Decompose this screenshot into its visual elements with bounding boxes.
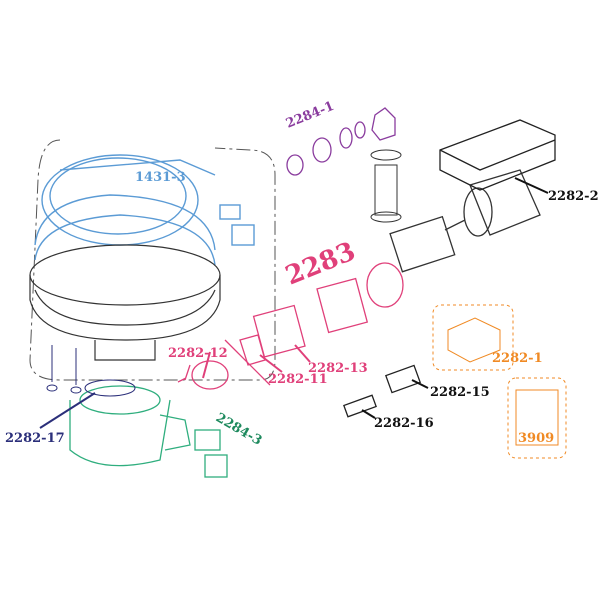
label-2283: 2283	[281, 237, 359, 292]
pump-base	[69, 385, 228, 478]
label-2284-1: 2284-1	[284, 99, 337, 132]
leader-lines	[39, 177, 549, 429]
control-box	[447, 317, 501, 363]
label-3909: 3909	[518, 431, 554, 446]
motor	[389, 169, 541, 273]
toilet-bowl	[29, 244, 221, 361]
label-2282-1: 2282-1	[492, 351, 543, 366]
switch-panel	[515, 389, 559, 446]
toilet-seat-lid	[34, 154, 255, 266]
label-1431-3: 1431-3	[135, 170, 186, 185]
bolts	[46, 345, 136, 397]
label-2284-3: 2284-3	[213, 410, 264, 448]
motor-cover	[439, 119, 556, 191]
label-2282-15: 2282-15	[430, 385, 490, 400]
label-2282-16: 2282-16	[374, 416, 434, 431]
connectors	[343, 364, 422, 418]
label-2282-12: 2282-12	[168, 346, 228, 361]
control-box-outline	[432, 304, 514, 371]
label-2282-13: 2282-13	[308, 361, 368, 376]
toilet-group-outline	[29, 139, 276, 381]
elbow-fittings	[286, 107, 396, 176]
hose	[370, 149, 402, 223]
label-2282-2: 2282-2	[548, 189, 599, 204]
switch-panel-outline	[507, 377, 567, 459]
label-2282-11: 2282-11	[268, 372, 328, 387]
label-2282-17: 2282-17	[5, 431, 65, 446]
